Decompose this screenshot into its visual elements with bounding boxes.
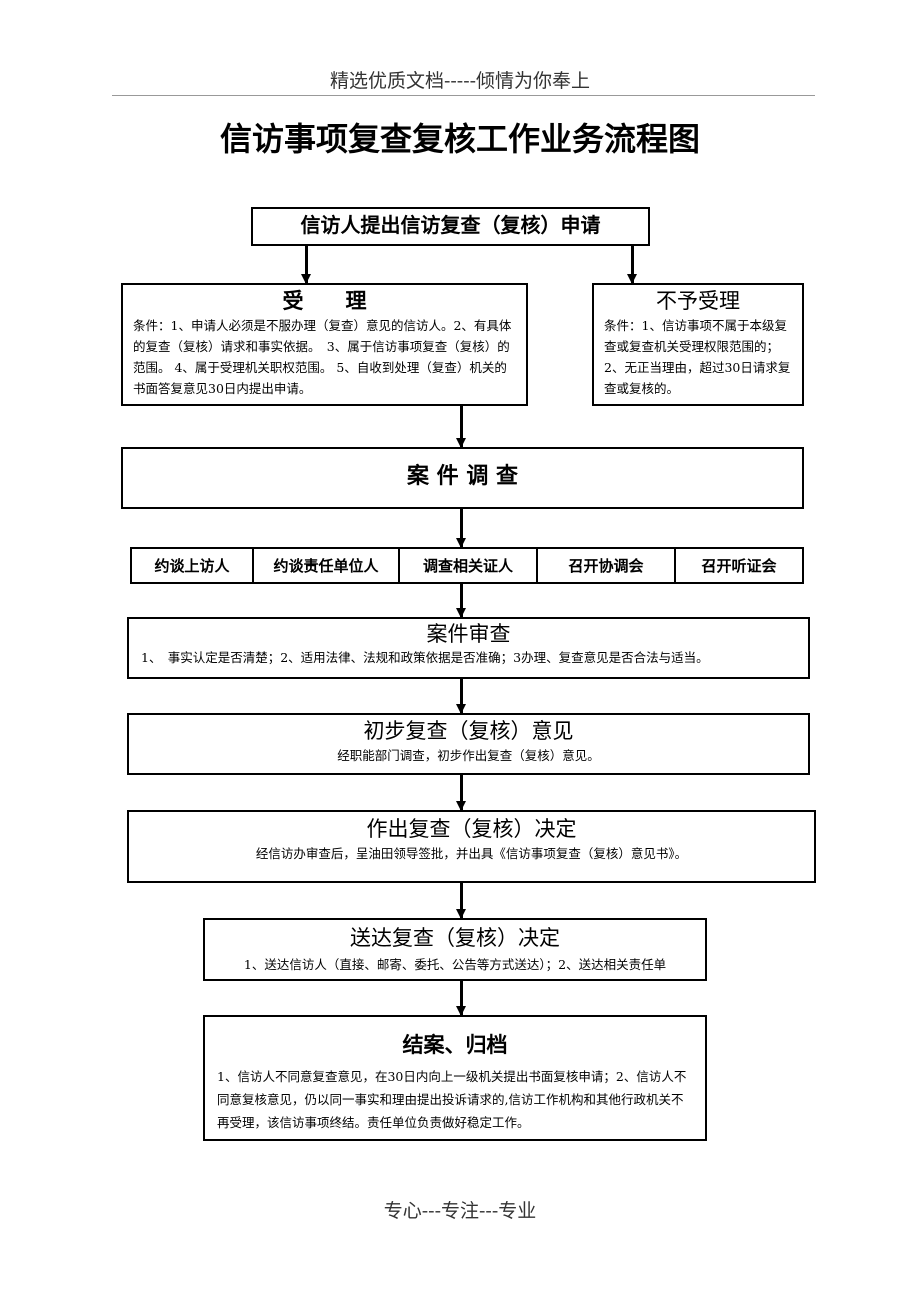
deliver-text: 1、送达信访人（直接、邮寄、委托、公告等方式送达）；2、送达相关责任单 [243,957,667,972]
reject-box: 不予受理 条件：1、信访事项不属于本级复查或复查机关受理权限范围的；2、无正当理… [592,283,804,406]
decision-box: 作出复查（复核）决定 经信访办审查后，呈油田领导签批，并出具《信访事项复查（复核… [127,810,816,883]
method-item: 召开听证会 [701,557,777,575]
review-text: 1、 事实认定是否清楚；2、适用法律、法规和政策依据是否准确；3办理、复查意见是… [141,650,709,665]
close-box: 结案、归档 1、信访人不同意复查意见，在30日内向上一级机关提出书面复核申请；2… [203,1015,707,1141]
accept-conditions: 条件：1、申请人必须是不服办理（复查）意见的信访人。2、有具体的复查（复核）请求… [133,318,512,396]
deliver-title: 送达复查（复核）决定 [350,926,560,950]
reject-title: 不予受理 [656,289,740,313]
investigate-box: 案 件 调 查 [121,447,804,509]
arrow [456,406,465,448]
review-title: 案件审查 [426,622,511,646]
preliminary-text: 经职能部门调查，初步作出复查（复核）意见。 [337,748,600,763]
page-header: 精选优质文档-----倾情为你奉上 [329,70,591,92]
page-title: 信访事项复查复核工作业务流程图 [219,120,700,158]
arrow [456,883,465,919]
header-divider [112,95,815,96]
decision-title: 作出复查（复核）决定 [366,817,577,841]
decision-text: 经信访办审查后，呈油田领导签批，并出具《信访事项复查（复核）意见书》。 [255,846,688,861]
reject-conditions: 条件：1、信访事项不属于本级复查或复查机关受理权限范围的；2、无正当理由，超过3… [604,318,791,396]
page-footer: 专心---专注---专业 [383,1200,537,1222]
preliminary-title: 初步复查（复核）意见 [363,719,574,743]
method-item: 召开协调会 [538,549,676,582]
method-item: 约谈上访人 [132,549,254,582]
arrow [456,509,465,548]
arrow [456,584,465,618]
method-item: 调查相关证人 [400,549,538,582]
method-item: 约谈责任单位人 [254,549,400,582]
review-box: 案件审查 1、 事实认定是否清楚；2、适用法律、法规和政策依据是否准确；3办理、… [127,617,810,679]
arrow [456,981,465,1016]
accept-title: 受 理 [282,289,367,313]
deliver-box: 送达复查（复核）决定 1、送达信访人（直接、邮寄、委托、公告等方式送达）；2、送… [203,918,707,981]
accept-box: 受 理 条件：1、申请人必须是不服办理（复查）意见的信访人。2、有具体的复查（复… [121,283,528,406]
arrow [627,246,636,284]
close-title: 结案、归档 [402,1033,508,1057]
arrow [456,679,465,714]
methods-row: 约谈上访人 约谈责任单位人 调查相关证人 召开协调会 召开听证会 [130,547,804,584]
arrow [301,246,310,284]
close-text: 1、信访人不同意复查意见，在30日内向上一级机关提出书面复核申请；2、信访人不同… [217,1069,687,1130]
apply-box: 信访人提出信访复查（复核）申请 [251,207,650,246]
preliminary-box: 初步复查（复核）意见 经职能部门调查，初步作出复查（复核）意见。 [127,713,810,775]
arrow [456,775,465,811]
